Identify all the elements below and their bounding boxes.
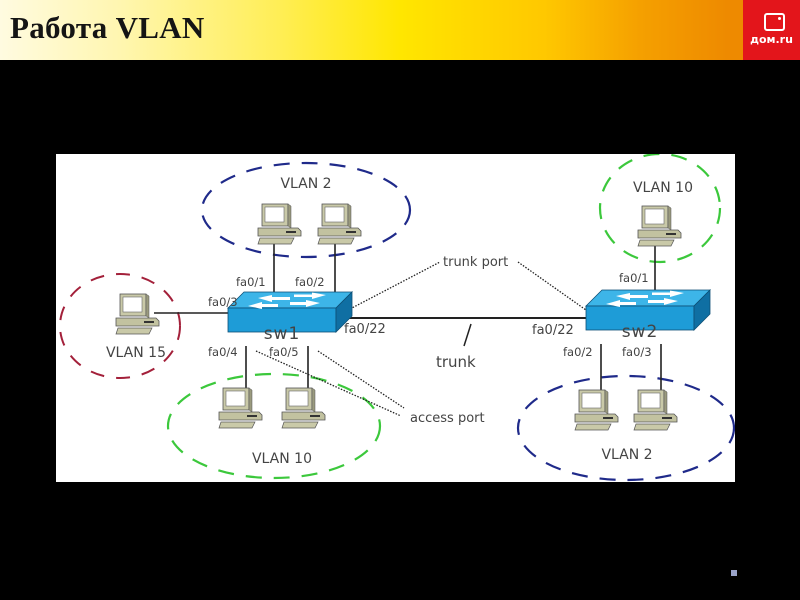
trunk-port-pointer-sw2 (517, 261, 587, 311)
switch-sw2-label: sw2 (622, 322, 659, 342)
trunk-annotation: trunk (436, 353, 476, 371)
access-port-annotation: access port (410, 411, 485, 426)
logo-text: дом.ru (750, 33, 793, 46)
trunk-port-pointer-sw1 (349, 261, 441, 310)
port-label: fa0/3 (622, 345, 652, 359)
trunk-port-annotation: trunk port (443, 255, 508, 270)
tv-icon (764, 13, 785, 31)
access-port-pointer-1 (255, 350, 402, 417)
slide-bullet (731, 570, 737, 576)
port-label: fa0/22 (344, 322, 386, 337)
vlan15-boundary (59, 273, 181, 379)
vlan10-sw1-boundary (166, 372, 382, 480)
vlan-label: VLAN 10 (633, 180, 693, 196)
vlan-label: VLAN 2 (280, 176, 331, 192)
vlan10-sw2-boundary (598, 154, 722, 264)
vlan2-sw1-boundary (200, 161, 412, 259)
switch-sw1-label: sw1 (264, 324, 301, 344)
port-label: fa0/2 (295, 275, 325, 289)
port-label: fa0/4 (208, 345, 238, 359)
vlan-label: VLAN 10 (252, 451, 312, 467)
port-label: fa0/1 (236, 275, 266, 289)
dom-ru-logo: дом.ru (743, 0, 800, 60)
pc-sw1-vlan10-a (218, 387, 263, 429)
port-label: fa0/2 (563, 345, 593, 359)
port-label: fa0/22 (532, 323, 574, 338)
pc-sw2-vlan2-b (633, 389, 678, 431)
pc-sw2-vlan10 (637, 205, 682, 247)
vlan2-sw2-boundary (516, 374, 735, 482)
port-label: fa0/5 (269, 345, 299, 359)
vlan-diagram: sw1 sw2 VLAN 2 VLAN 15 VLAN 10 VLAN 10 V… (56, 154, 735, 482)
pc-sw1-vlan10-b (281, 387, 326, 429)
port-label: fa0/1 (619, 271, 649, 285)
trunk-pointer (463, 323, 472, 347)
pc-sw1-vlan2-b (317, 203, 362, 245)
pc-sw1-vlan2-a (257, 203, 302, 245)
slide-title: Работа VLAN (10, 10, 205, 45)
slide-header: Работа VLAN дом.ru (0, 0, 800, 60)
vlan-label: VLAN 15 (106, 345, 166, 361)
pc-sw2-vlan2-a (574, 389, 619, 431)
access-port-pointer-2 (317, 350, 405, 409)
pc-sw1-vlan15 (115, 293, 160, 335)
port-label: fa0/3 (208, 295, 238, 309)
vlan-label: VLAN 2 (601, 447, 652, 463)
